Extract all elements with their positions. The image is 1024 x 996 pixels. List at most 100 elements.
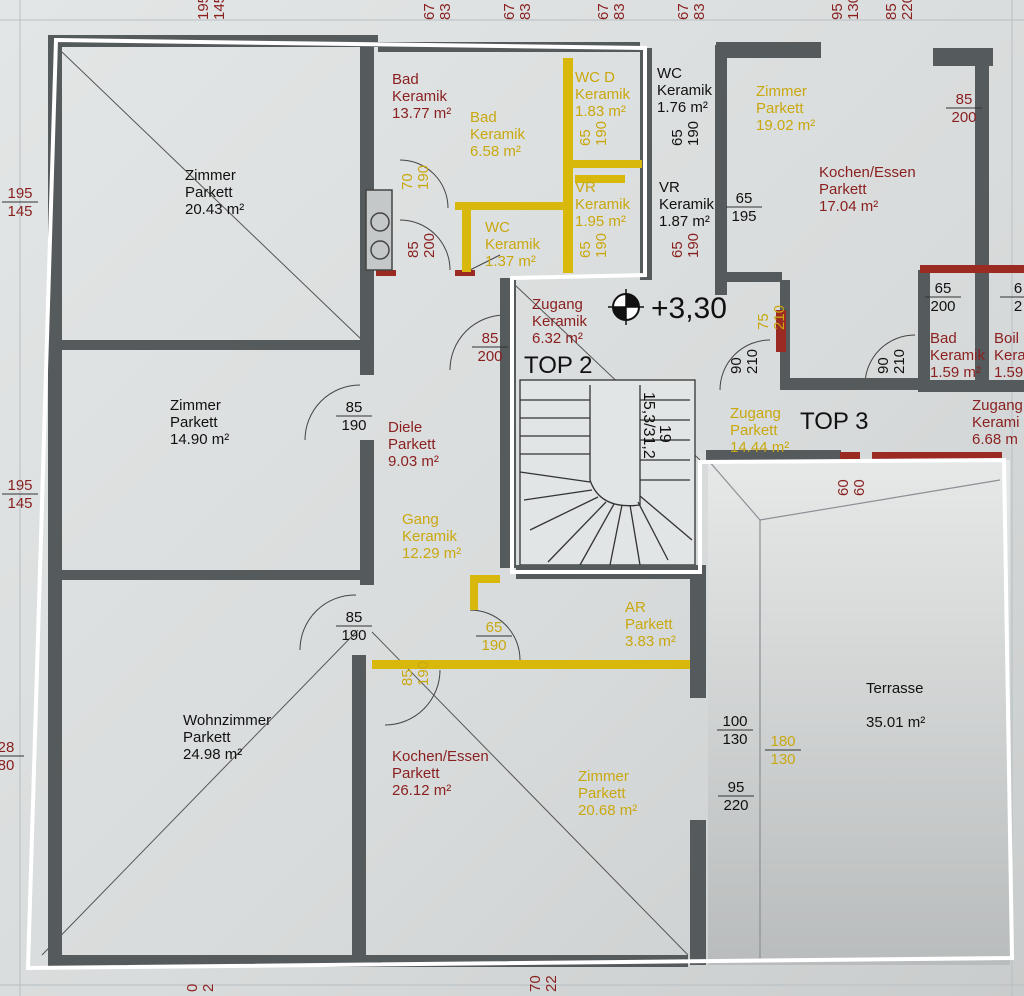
room-floor: Kerami	[972, 414, 1020, 431]
dimension-a: 65	[935, 280, 952, 297]
dimension-a: 60	[835, 479, 852, 496]
dimension-a: 90	[875, 357, 892, 374]
dimension-a: 195	[195, 0, 212, 20]
dimension-b: 83	[611, 3, 628, 20]
dimension-b: 130	[845, 0, 862, 20]
dimension-a: 6	[1014, 280, 1022, 297]
room-floor: Parkett	[625, 616, 673, 633]
dimension-a: 180	[770, 733, 795, 750]
dimension-b: 190	[685, 121, 702, 146]
room-floor: Kera	[994, 347, 1024, 364]
elevation-label: +3,30	[651, 292, 727, 325]
dimension-b: 145	[7, 203, 32, 220]
dimension-a: 67	[675, 3, 692, 20]
room-name: Zimmer	[756, 83, 807, 100]
room-floor: Keramik	[575, 86, 631, 103]
room-area: 20.68 m²	[578, 802, 637, 819]
room-floor: Parkett	[170, 414, 218, 431]
room-name: Bad	[392, 71, 419, 88]
dimension-a: 65	[669, 241, 686, 258]
room-floor: Parkett	[730, 422, 778, 439]
room-floor: Keramik	[485, 236, 541, 253]
dimension-b: 200	[951, 109, 976, 126]
room-area: 1.59	[994, 364, 1023, 381]
dimension-b: 190	[341, 417, 366, 434]
room-name: AR	[625, 599, 646, 616]
dimension-a: 67	[595, 3, 612, 20]
yellow-partitions	[372, 58, 690, 669]
dimension-b: 195	[731, 208, 756, 225]
room-area: 1.87 m²	[659, 213, 710, 230]
room-name: Zugang	[730, 405, 781, 422]
room-name: Bad	[930, 330, 957, 347]
dimension-b: 190	[415, 661, 432, 686]
room-floor: Keramik	[402, 528, 458, 545]
room-floor: Parkett	[578, 785, 626, 802]
room-name: WC	[657, 65, 682, 82]
dimension-a: 65	[669, 129, 686, 146]
room-area: 6.58 m²	[470, 143, 521, 160]
dimension-a: 100	[722, 713, 747, 730]
dimension-b: 130	[770, 751, 795, 768]
room-name: Zugang	[972, 397, 1023, 414]
dimension-b: 190	[593, 233, 610, 258]
room-area: 26.12 m²	[392, 782, 451, 799]
dimension-b: 190	[685, 233, 702, 258]
room-name: Zimmer	[578, 768, 629, 785]
room-name: Zugang	[532, 296, 583, 313]
room-name: VR	[575, 179, 596, 196]
dimension-b: 200	[477, 348, 502, 365]
room-name: Bad	[470, 109, 497, 126]
room-floor: Keramik	[532, 313, 588, 330]
room-area: 6.32 m²	[532, 330, 583, 347]
room-name: Zimmer	[170, 397, 221, 414]
dimension-b: 60	[851, 479, 868, 496]
dimension-a: 70	[527, 975, 544, 992]
room-name: VR	[659, 179, 680, 196]
room-name: Zimmer	[185, 167, 236, 184]
dimension-a: 85	[346, 399, 363, 416]
room-area: 9.03 m²	[388, 453, 439, 470]
dimension-a: 90	[728, 357, 745, 374]
room-area: 1.76 m²	[657, 99, 708, 116]
dimension-b: 145	[7, 495, 32, 512]
dimension-b: 190	[481, 637, 506, 654]
dimension-b: 210	[744, 349, 761, 374]
door-swings	[299, 159, 916, 726]
dimension-a: 85	[346, 609, 363, 626]
room-floor: Keramik	[659, 196, 715, 213]
dimension-a: 85	[956, 91, 973, 108]
dimension-b: 200	[421, 233, 438, 258]
room-area: 13.77 m²	[392, 105, 451, 122]
dimension-b: 210	[891, 349, 908, 374]
dimension-b: 190	[593, 121, 610, 146]
